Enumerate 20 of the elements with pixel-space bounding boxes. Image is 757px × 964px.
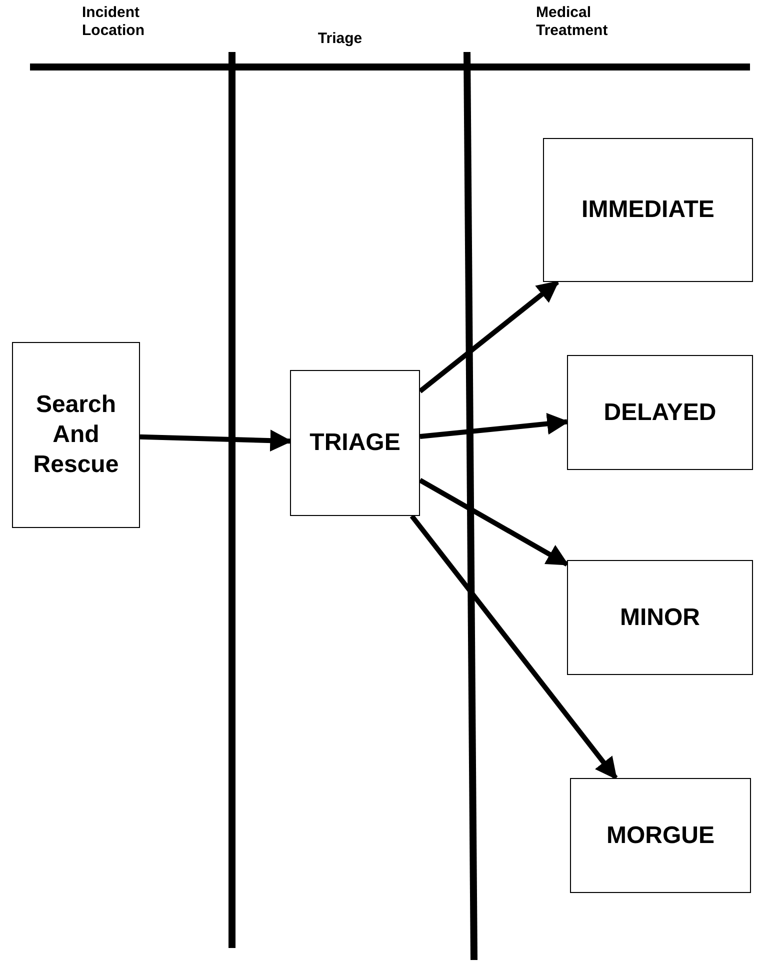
process-box — [543, 138, 753, 282]
arrow — [410, 514, 618, 780]
process-box — [567, 355, 753, 470]
box-label: IMMEDIATE — [580, 195, 716, 225]
box-label: TRIAGE — [308, 428, 402, 458]
box-label: DELAYED — [602, 398, 718, 428]
process-box — [567, 560, 753, 675]
box-label: MINOR — [619, 602, 701, 632]
process-box — [12, 342, 140, 528]
arrow — [140, 430, 292, 452]
arrow — [420, 412, 570, 439]
lane-heading: Medical Treatment — [536, 4, 609, 40]
box-label: Search And Rescue — [32, 390, 120, 480]
lane-heading: Incident Location — [82, 4, 146, 40]
arrow — [418, 478, 569, 566]
process-box — [570, 778, 751, 893]
process-box — [290, 370, 420, 516]
arrow — [418, 280, 560, 394]
lane-heading: Triage — [316, 30, 364, 48]
box-label: MORGUE — [606, 820, 716, 850]
